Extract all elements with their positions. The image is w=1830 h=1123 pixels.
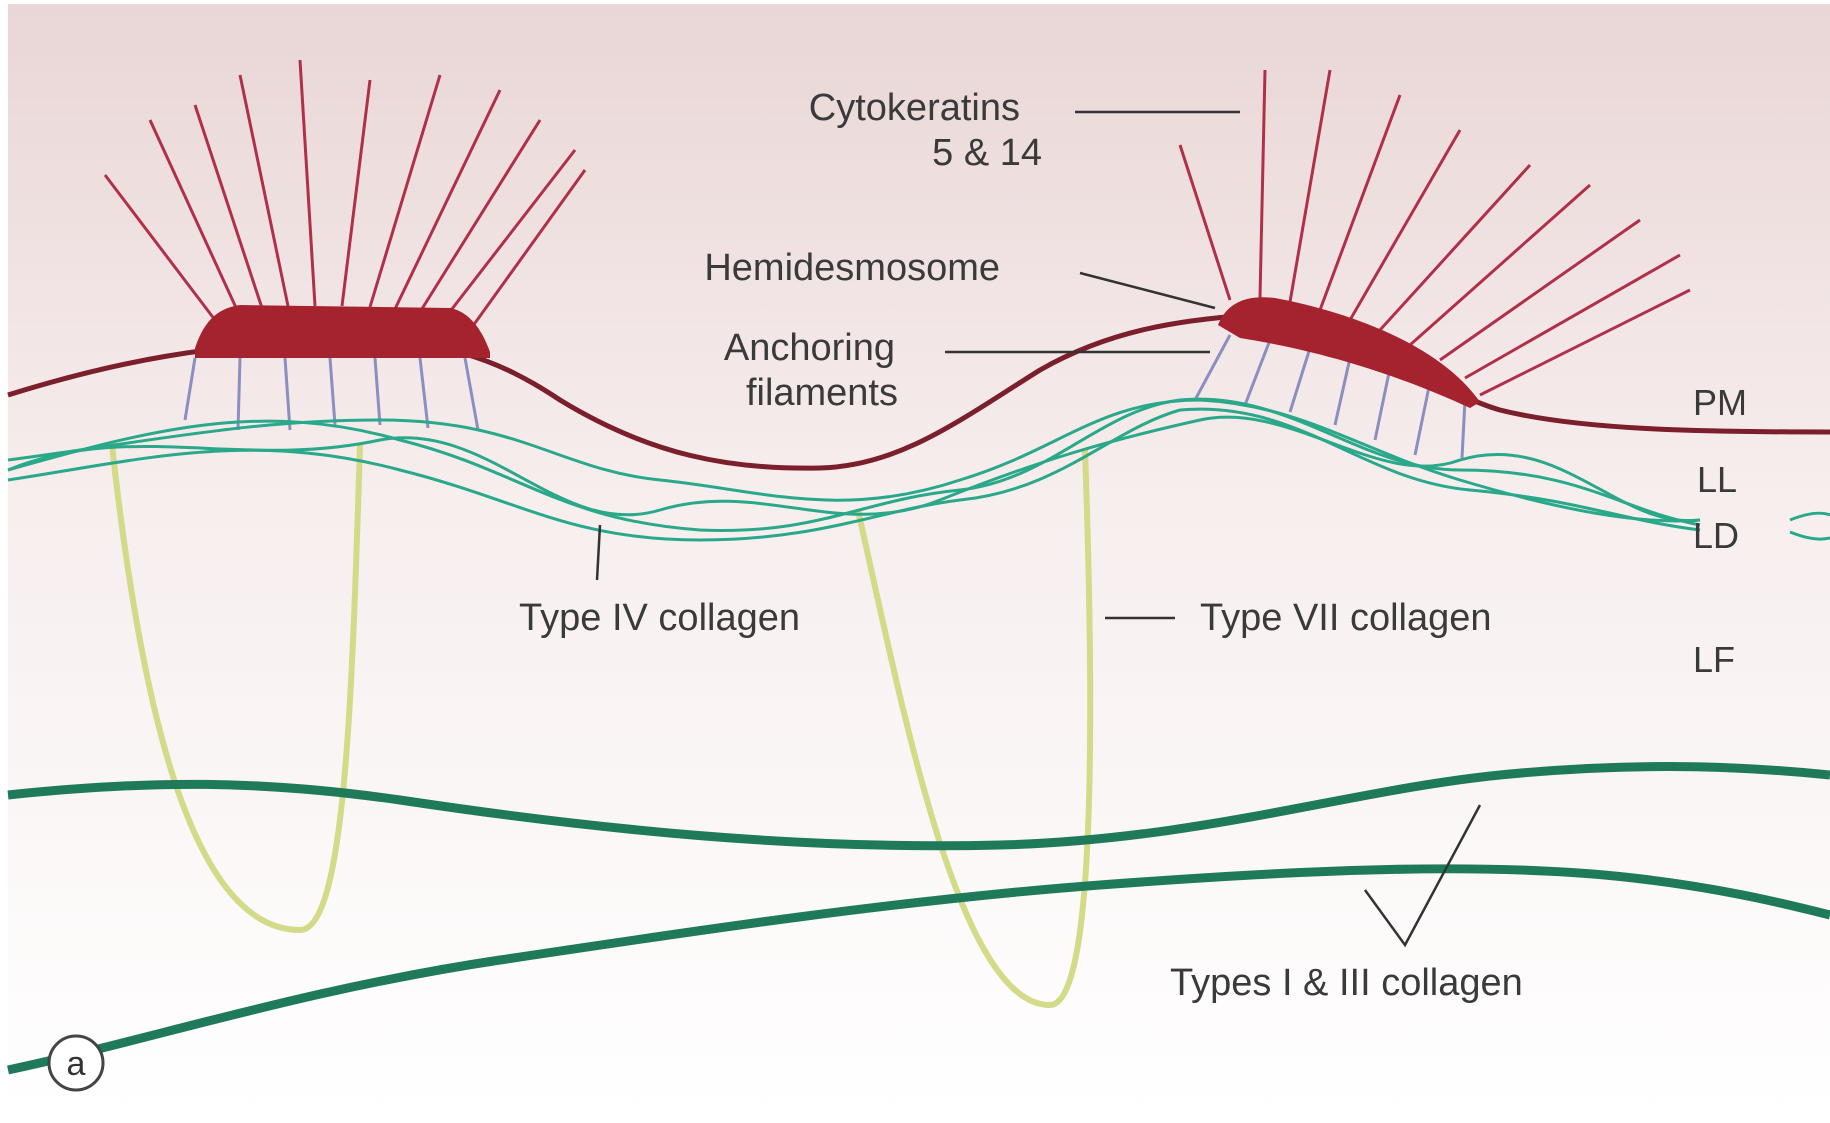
layer-label-pm: PM xyxy=(1693,382,1747,423)
label-types-i-iii-collagen: Types I & III collagen xyxy=(1170,962,1523,1004)
layer-label-ll: LL xyxy=(1697,459,1737,500)
panel-letter: a xyxy=(67,1045,86,1083)
label-hemidesmosome: Hemidesmosome xyxy=(704,247,1000,289)
anchoring-filament xyxy=(238,358,240,430)
label-cytokeratins-numbers: 5 & 14 xyxy=(932,132,1042,174)
label-anchoring-filaments: filaments xyxy=(746,372,898,414)
layer-label-lf: LF xyxy=(1693,639,1735,680)
label-anchoring: Anchoring xyxy=(724,327,895,369)
hemidesmosome-left xyxy=(195,305,490,358)
background xyxy=(8,4,1830,1114)
label-type-vii-collagen: Type VII collagen xyxy=(1200,597,1492,639)
label-type-iv-collagen: Type IV collagen xyxy=(519,597,800,639)
label-cytokeratins: Cytokeratins xyxy=(809,87,1020,129)
layer-label-ld: LD xyxy=(1693,515,1739,556)
